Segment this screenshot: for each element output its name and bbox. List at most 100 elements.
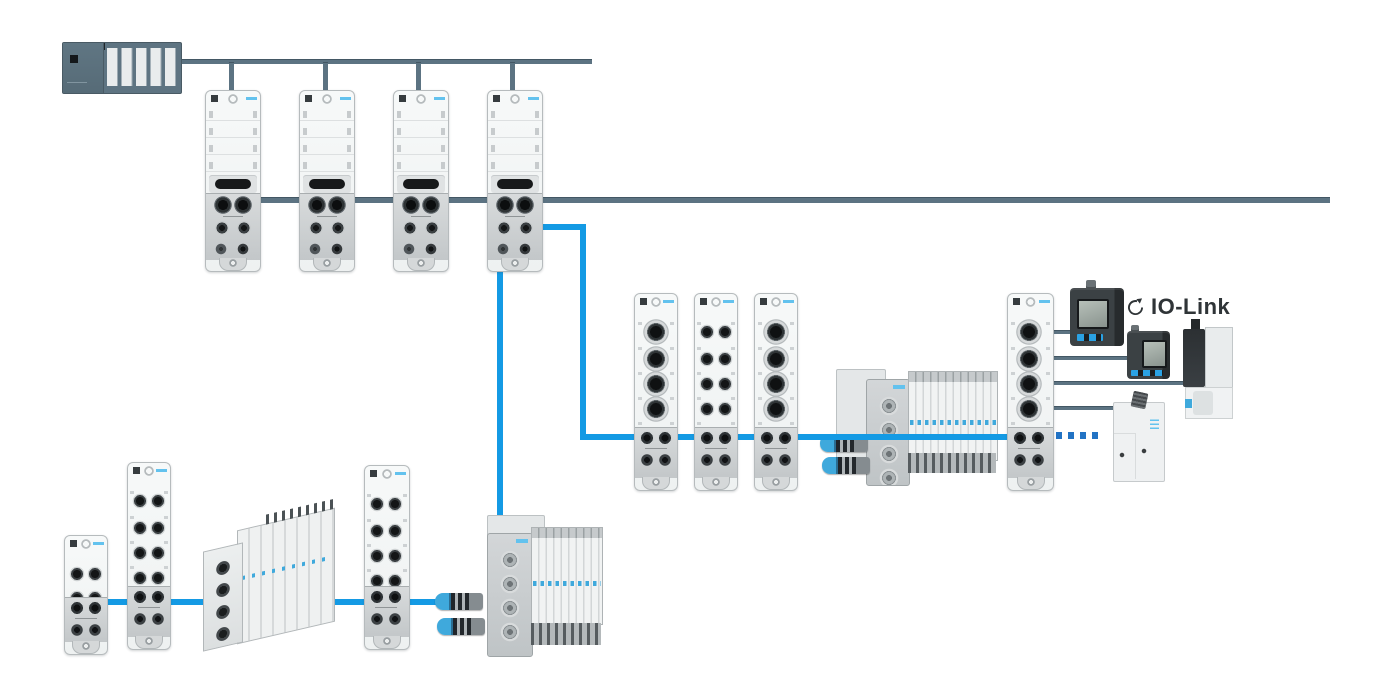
valve-terminal-mpa (193, 503, 341, 655)
module-status-head (365, 466, 409, 482)
valve-terminal-vtug-right (820, 363, 998, 488)
module-connection-foot (488, 193, 542, 260)
module-status-head (206, 91, 260, 107)
module-mount-tab (72, 641, 100, 654)
module-mount-tab (501, 258, 529, 271)
io-link-master-module (1007, 293, 1054, 491)
fieldbus-drop-line-1 (229, 62, 234, 92)
module-connection-foot (695, 427, 737, 478)
io-module-left (127, 462, 171, 650)
module-connection-foot (65, 597, 107, 642)
module-mount-tab (702, 477, 730, 490)
sensor-cable-stub (1086, 280, 1096, 289)
module-status-head (394, 91, 448, 107)
module-slot-rows (300, 107, 354, 175)
module-status-head (488, 91, 542, 107)
module-connection-foot (394, 193, 448, 260)
io-link-logo-text: IO-Link (1151, 294, 1231, 319)
io-link-logo: IO-Link (1126, 294, 1230, 320)
valve-slices (531, 527, 603, 625)
module-ports (755, 310, 797, 426)
io-module-small (64, 535, 108, 655)
tube-fitting (437, 618, 485, 635)
module-connection-foot (755, 427, 797, 478)
module-connection-foot (300, 193, 354, 260)
bus-node-module-2 (299, 90, 355, 272)
pressure-sensor-large (1070, 280, 1124, 346)
valve-terminal-vtug-bottom (435, 515, 607, 657)
tube-fitting (822, 457, 870, 474)
dsub-connector (303, 175, 351, 193)
module-ports (128, 479, 170, 589)
vacuum-generator (1183, 319, 1235, 419)
plc-module-slats (107, 48, 176, 86)
sensor-link-line-3 (1048, 381, 1192, 385)
io-module-b (694, 293, 738, 491)
module-mount-tab (1016, 477, 1045, 490)
module-mount-tab (135, 636, 163, 649)
device-housing (1205, 327, 1233, 391)
module-mount-tab (642, 477, 670, 490)
device-accent (1185, 399, 1192, 408)
module-status-head (128, 463, 170, 479)
io-module-a (634, 293, 678, 491)
dotted-continuation-line (1056, 432, 1102, 439)
module-status-head (635, 294, 677, 310)
module-ports (635, 310, 677, 426)
device-silencer (1193, 391, 1213, 415)
io-link-master-ports (1008, 310, 1053, 426)
io-module-c (754, 293, 798, 491)
sensor-cable-stub (1131, 325, 1139, 332)
controller-box (1113, 390, 1165, 482)
terminal-node-block (866, 379, 910, 486)
module-slot-rows (206, 107, 260, 175)
plc-controller (62, 42, 182, 94)
sensor-buttons (1077, 334, 1103, 341)
fieldbus-drop-line-4 (510, 62, 515, 92)
valve-slices (908, 371, 998, 461)
pressure-sensor-small (1127, 325, 1170, 379)
module-connection-foot (365, 586, 409, 637)
sensor-link-line-4 (1048, 406, 1122, 410)
sensor-link-line-2 (1048, 356, 1140, 360)
sensor-display (1077, 299, 1109, 329)
fieldbus-drop-line-3 (416, 62, 421, 92)
module-slot-rows (488, 107, 542, 175)
module-mount-tab (373, 636, 401, 649)
module-status-head (755, 294, 797, 310)
module-slot-rows (394, 107, 448, 175)
module-status-head (300, 91, 354, 107)
module-ports (695, 310, 737, 426)
dsub-connector (397, 175, 445, 193)
bus-node-module-3 (393, 90, 449, 272)
valve-slices (237, 507, 335, 645)
module-ports (365, 482, 409, 592)
module-mount-tab (762, 477, 790, 490)
terminal-manifold (908, 453, 996, 473)
terminal-connection-face (203, 542, 243, 652)
device-cable-stub (1191, 319, 1200, 331)
module-connection-foot (1008, 427, 1053, 478)
module-mount-tab (313, 258, 341, 271)
valve-branch-line-v (497, 262, 503, 545)
dsub-connector (209, 175, 257, 193)
module-mount-tab (407, 258, 435, 271)
terminal-node-block (487, 533, 533, 657)
device-cable-stub (1130, 390, 1149, 410)
fieldbus-trunk-line (205, 197, 1330, 203)
module-connection-foot (128, 586, 170, 637)
module-connection-foot (206, 193, 260, 260)
bus-node-module-4 (487, 90, 543, 272)
module-connection-foot (635, 427, 677, 478)
io-module-mid (364, 465, 410, 650)
sensor-display (1142, 340, 1167, 368)
module-status-head (1008, 294, 1053, 310)
fieldbus-line-plc (178, 59, 592, 64)
module-mount-tab (219, 258, 247, 271)
sensor-buttons (1131, 370, 1163, 376)
module-status-head (65, 536, 107, 552)
module-ports (65, 552, 107, 598)
fieldbus-drop-line-2 (323, 62, 328, 92)
branch-line-v (580, 224, 586, 440)
tube-fitting (435, 593, 483, 610)
